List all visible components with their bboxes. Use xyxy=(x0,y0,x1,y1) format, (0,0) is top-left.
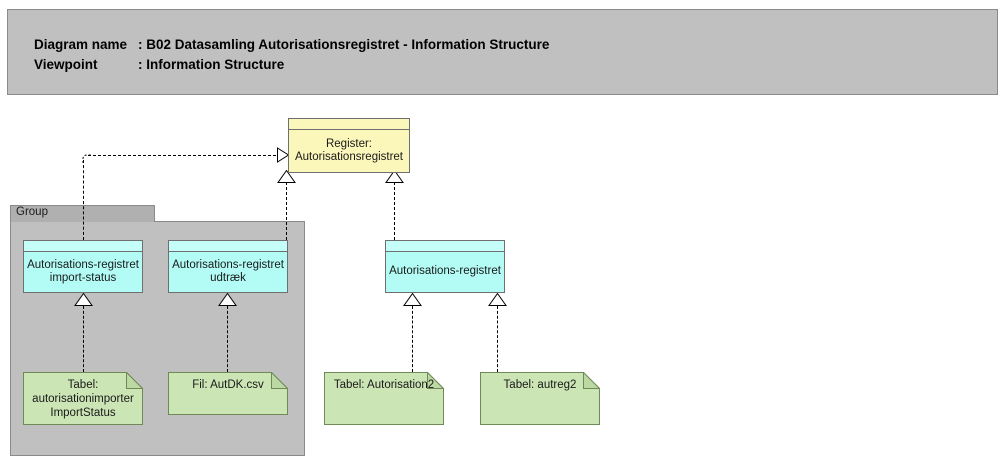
artifact-tabel-autreg2[interactable]: Tabel: autreg2 xyxy=(480,372,600,425)
diagram-name-label: Diagram name xyxy=(34,37,128,52)
diagram-name-value: B02 Datasamling Autorisationsregistret -… xyxy=(146,37,550,52)
artifact-fil-autdk[interactable]: Fil: AutDK.csv xyxy=(168,372,288,415)
connector-import-status-vertical xyxy=(83,160,84,240)
node-register-label: Register: Autorisationsregistret xyxy=(294,137,404,164)
connector-tabel-autreg2-arrowhead xyxy=(488,293,507,306)
diagram-header-banner: Diagram name: B02 Datasamling Autorisati… xyxy=(7,9,998,95)
artifact-tabel-autreg2-label: Tabel: autreg2 xyxy=(503,379,577,391)
node-udtraek-label: Autorisations-registret udtræk xyxy=(172,258,284,285)
artifact-tabel-autorisation2-label: Tabel: Autorisation2 xyxy=(333,379,435,391)
node-autorisationsregistret-label: Autorisations-registret xyxy=(389,265,501,278)
node-register-header-strip xyxy=(289,119,409,130)
note-shape-icon xyxy=(324,372,444,425)
viewpoint-label: Viewpoint xyxy=(34,57,98,72)
note-shape-icon xyxy=(168,372,288,415)
artifact-tabel-autorisation2[interactable]: Tabel: Autorisation2 xyxy=(324,372,444,425)
connector-udtraek-vertical xyxy=(286,182,287,240)
viewpoint-value: Information Structure xyxy=(146,57,285,72)
connector-tabel-autorisation2-vertical xyxy=(412,306,413,372)
viewpoint-line: Viewpoint: Information Structure xyxy=(19,42,284,87)
connector-autorisationsregistret-vertical xyxy=(394,182,395,240)
artifact-fil-autdk-label: Fil: AutDK.csv xyxy=(192,379,264,391)
artifact-tabel-autorisationimporter[interactable]: Tabel: autorisationimporter ImportStatus xyxy=(23,372,143,425)
diagram-name-line: Diagram name: B02 Datasamling Autorisati… xyxy=(19,22,549,67)
node-register[interactable]: Register: Autorisationsregistret xyxy=(288,118,410,173)
note-shape-icon xyxy=(480,372,600,425)
connector-fil-autdk-vertical xyxy=(227,306,228,372)
node-udtraek[interactable]: Autorisations-registret udtræk xyxy=(168,240,288,293)
artifact-tabel-autorisationimporter-label: Tabel: autorisationimporter ImportStatus xyxy=(32,379,134,419)
node-import-status-header-strip xyxy=(24,241,142,252)
node-udtraek-header-strip xyxy=(169,241,287,252)
note-shape-icon xyxy=(23,372,143,425)
connector-tabel-importstatus-vertical xyxy=(83,306,84,372)
node-autorisationsregistret[interactable]: Autorisations-registret xyxy=(385,240,505,293)
viewpoint-separator: : xyxy=(138,57,147,72)
connector-tabel-autorisation2-arrowhead xyxy=(403,293,422,306)
node-import-status-label: Autorisations-registret import-status xyxy=(27,258,139,285)
group-label: Group xyxy=(16,206,48,218)
diagram-name-separator: : xyxy=(138,37,147,52)
connector-import-status-horizontal xyxy=(88,155,281,156)
connector-tabel-autreg2-vertical xyxy=(497,306,498,372)
node-autorisationsregistret-header-strip xyxy=(386,241,504,252)
group-tab xyxy=(10,205,155,222)
node-import-status[interactable]: Autorisations-registret import-status xyxy=(23,240,143,293)
